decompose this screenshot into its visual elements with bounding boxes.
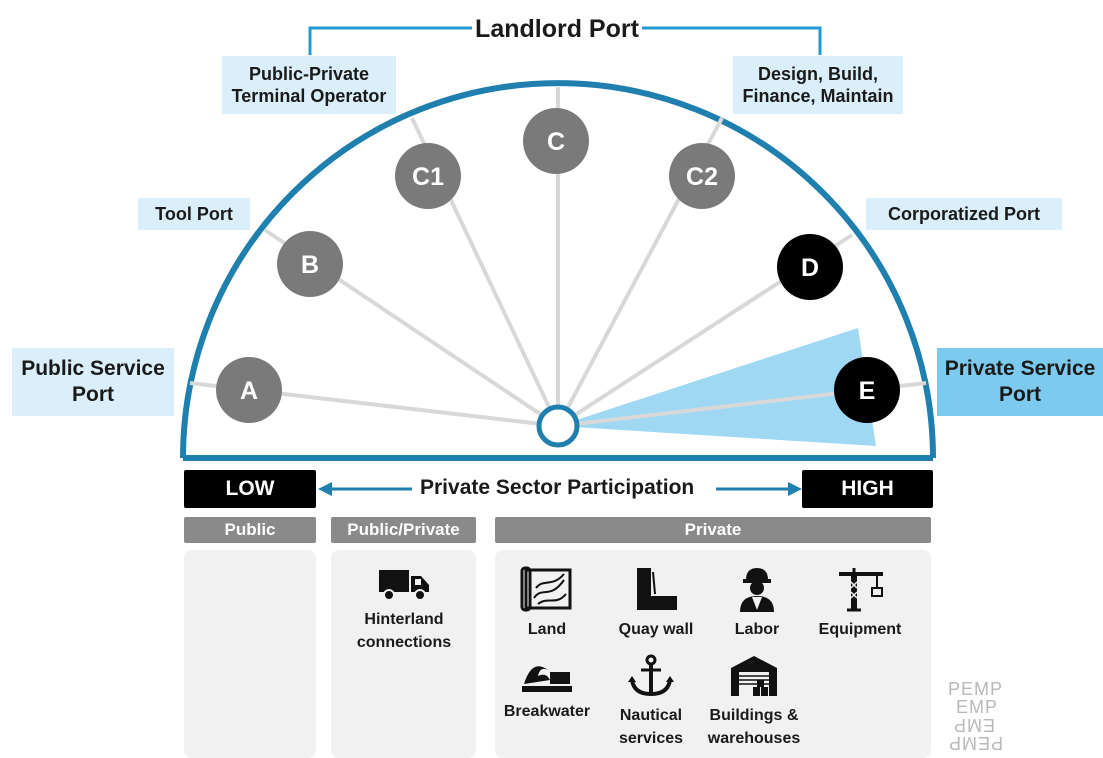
breakwater-icon: [522, 666, 572, 692]
truck-icon: [379, 570, 429, 601]
highlight-wedge: [558, 328, 876, 446]
axis-title: Private Sector Participation: [414, 476, 701, 500]
asset-label: Land: [527, 621, 567, 638]
asset-labor: Labor: [697, 566, 817, 641]
crane-icon: [839, 568, 883, 612]
warehouse-icon: [731, 656, 777, 696]
node-b: B: [277, 231, 343, 297]
center-hub: [536, 404, 580, 448]
node-c2: C2: [669, 143, 735, 209]
high-tag: HIGH: [802, 470, 933, 508]
asset-land: Land: [487, 566, 607, 641]
svg-text:E: E: [859, 377, 876, 405]
asset-label: Equipment: [818, 621, 902, 638]
public-private-category: Public/Private: [331, 517, 476, 543]
worker-icon: [740, 568, 774, 612]
asset-label: Buildings &warehouses: [707, 707, 801, 748]
landlord-port-label: Landlord Port: [472, 10, 642, 50]
svg-text:B: B: [301, 251, 319, 279]
asset-label: Quay wall: [618, 621, 694, 638]
public-panel: [184, 550, 316, 758]
asset-label: Breakwater: [503, 703, 591, 720]
pemp-logo: PEMP EMP EMP PEMP: [948, 679, 1004, 753]
land-map-icon: [520, 566, 572, 612]
node-e: E: [834, 357, 900, 423]
svg-text:C: C: [547, 128, 565, 156]
svg-text:C2: C2: [686, 163, 718, 191]
svg-text:A: A: [240, 377, 258, 405]
axis-arrows: [318, 482, 802, 496]
asset-quay-wall: Quay wall: [596, 566, 716, 641]
node-c: C: [523, 108, 589, 174]
low-tag: LOW: [184, 470, 316, 508]
asset-breakwater: Breakwater: [487, 654, 607, 723]
corporatized-port-label: Corporatized Port: [866, 198, 1062, 230]
design-build-finance-label: Design, Build,Finance, Maintain: [733, 56, 903, 114]
asset-buildings: Buildings &warehouses: [694, 654, 814, 750]
asset-equipment: Equipment: [800, 566, 920, 641]
svg-text:C1: C1: [412, 163, 444, 191]
node-a: A: [216, 357, 282, 423]
private-category: Private: [495, 517, 931, 543]
svg-text:D: D: [801, 254, 819, 282]
quay-wall-icon: [637, 568, 677, 610]
node-d: D: [777, 234, 843, 300]
anchor-icon: [628, 654, 674, 697]
node-c1: C1: [395, 143, 461, 209]
arc-outline: [180, 80, 936, 459]
tool-port-label: Tool Port: [138, 198, 250, 230]
asset-label: Labor: [734, 621, 780, 638]
private-panel: [495, 550, 931, 758]
public-category: Public: [184, 517, 316, 543]
